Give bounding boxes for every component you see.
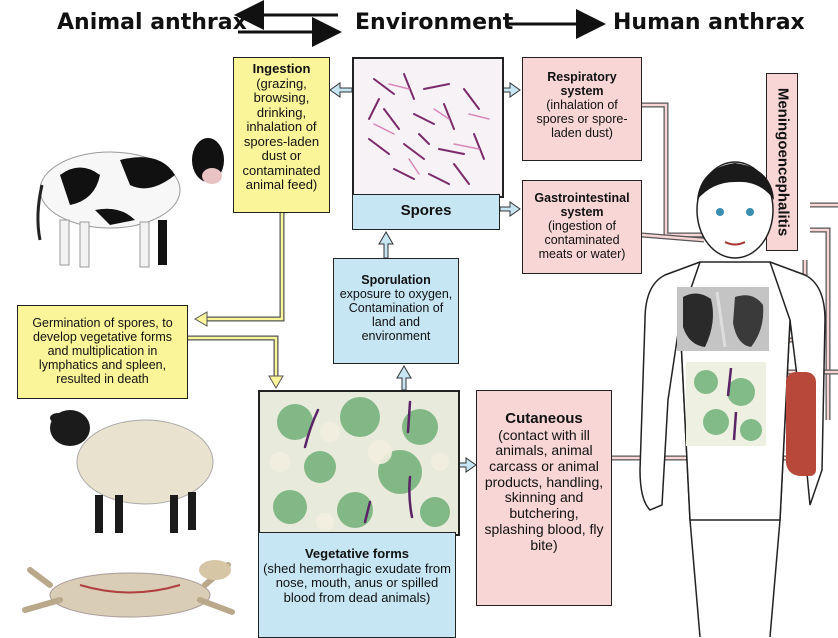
vegetative-body: (shed hemorrhagic exudate from nose, mou… <box>262 562 452 606</box>
sporulation-title: Sporulation <box>336 273 456 287</box>
vegetative-title: Vegetative forms <box>262 547 452 562</box>
arrow-ingestion-to-germination <box>205 212 282 319</box>
arrow-spores-to-ingestion <box>330 83 352 97</box>
germination-box: Germination of spores, to develop vegeta… <box>17 305 188 399</box>
respiratory-title: Respiratory system <box>526 70 638 98</box>
ingestion-body: (grazing, browsing, drinking, inhalation… <box>236 77 327 193</box>
ingestion-box: Ingestion (grazing, browsing, drinking, … <box>233 57 330 213</box>
arrow-spores-to-gi <box>500 202 520 216</box>
respiratory-box: Respiratory system (inhalation of spores… <box>522 57 642 161</box>
respiratory-body: (inhalation of spores or spore-laden dus… <box>526 98 638 140</box>
arrow-sporulation-to-spores <box>379 232 393 258</box>
gut-micrograph <box>686 362 766 446</box>
arrow-vegetative-to-sporulation <box>397 366 411 390</box>
spores-micrograph <box>352 57 504 198</box>
arm-lesion-image <box>786 372 816 476</box>
header-environment: Environment <box>355 10 513 35</box>
spores-box: Spores <box>352 194 500 230</box>
germination-body: Germination of spores, to develop vegeta… <box>22 316 183 386</box>
arrow-respiratory-to-face <box>642 105 705 235</box>
arrow-vegetative-to-cutaneous <box>458 458 476 472</box>
meningo-box: Meningoencephalitis <box>766 73 798 251</box>
gastrointestinal-body: (ingestion of contaminated meats or wate… <box>526 219 638 261</box>
lung-xray-image <box>677 287 769 351</box>
cutaneous-box: Cutaneous (contact with ill animals, ani… <box>476 390 612 606</box>
header-human-anthrax: Human anthrax <box>613 10 805 35</box>
vegetative-box: Vegetative forms (shed hemorrhagic exuda… <box>258 532 456 638</box>
gastrointestinal-box: Gastrointestinal system (ingestion of co… <box>522 180 642 274</box>
header-animal-anthrax: Animal anthrax <box>57 10 247 35</box>
gastrointestinal-title: Gastrointestinal system <box>526 191 638 219</box>
ingestion-title: Ingestion <box>236 62 327 77</box>
vegetative-micrograph <box>258 390 460 536</box>
cutaneous-title: Cutaneous <box>481 411 607 428</box>
arrow-germination-to-vegetative <box>187 338 276 378</box>
arrow-lung-to-meningo <box>770 260 805 340</box>
meningo-title: Meningoencephalitis <box>774 88 791 236</box>
sporulation-body: exposure to oxygen, Contamination of lan… <box>336 287 456 343</box>
sporulation-box: Sporulation exposure to oxygen, Contamin… <box>333 258 459 364</box>
cutaneous-body: (contact with ill animals, animal carcas… <box>481 428 607 553</box>
spores-title: Spores <box>353 203 499 220</box>
